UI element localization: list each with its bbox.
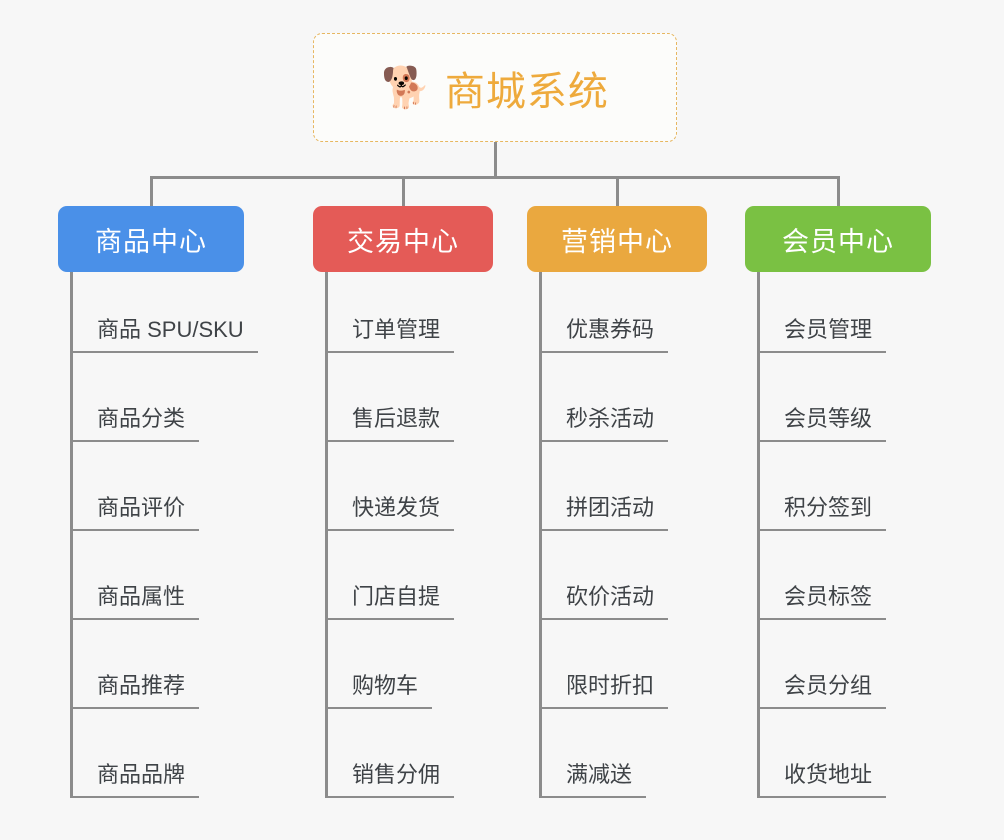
leaf-label: 砍价活动 — [542, 583, 669, 620]
category-column: 营销中心优惠券码秒杀活动拼团活动砍价活动限时折扣满减送 — [527, 206, 707, 798]
category-drop-0 — [150, 176, 153, 206]
leaf-label: 门店自提 — [328, 583, 455, 620]
leaf-item[interactable]: 商品分类 — [73, 353, 244, 442]
leaf-label: 会员分组 — [760, 672, 887, 709]
category-column: 会员中心会员管理会员等级积分签到会员标签会员分组收货地址 — [745, 206, 931, 798]
leaf-label: 销售分佣 — [328, 761, 455, 798]
leaf-label: 秒杀活动 — [542, 405, 669, 442]
leaf-item[interactable]: 会员等级 — [760, 353, 931, 442]
leaf-item[interactable]: 商品评价 — [73, 442, 244, 531]
leaf-item[interactable]: 商品 SPU/SKU — [73, 272, 258, 353]
shiba-dog-face-icon: 🐕 — [381, 65, 431, 110]
root-stem — [494, 142, 497, 179]
category-column: 交易中心订单管理售后退款快递发货门店自提购物车销售分佣 — [313, 206, 493, 798]
leaf-list: 商品 SPU/SKU 商品分类商品评价商品属性商品推荐商品品牌 — [70, 272, 258, 798]
leaf-list: 会员管理会员等级积分签到会员标签会员分组收货地址 — [757, 272, 931, 798]
leaf-label: 会员等级 — [760, 405, 887, 442]
root-title: 商城系统 — [444, 69, 609, 114]
leaf-label: 优惠券码 — [542, 316, 669, 353]
leaf-item[interactable]: 拼团活动 — [542, 442, 707, 531]
leaf-label: 拼团活动 — [542, 494, 669, 531]
category-drop-2 — [616, 176, 619, 206]
category-header-1[interactable]: 交易中心 — [313, 206, 493, 272]
leaf-item[interactable]: 秒杀活动 — [542, 353, 707, 442]
distribution-bus — [151, 176, 838, 179]
leaf-list: 优惠券码秒杀活动拼团活动砍价活动限时折扣满减送 — [539, 272, 707, 798]
leaf-label: 快递发货 — [328, 494, 455, 531]
leaf-item[interactable]: 优惠券码 — [542, 272, 707, 353]
leaf-label: 会员标签 — [760, 583, 887, 620]
root-node[interactable]: 🐕 商城系统 — [313, 33, 677, 142]
leaf-label: 满减送 — [542, 761, 647, 798]
leaf-label: 积分签到 — [760, 494, 887, 531]
leaf-label: 售后退款 — [328, 405, 455, 442]
leaf-item[interactable]: 会员标签 — [760, 531, 931, 620]
leaf-item[interactable]: 快递发货 — [328, 442, 493, 531]
leaf-item[interactable]: 销售分佣 — [328, 709, 493, 798]
leaf-label: 收货地址 — [760, 761, 887, 798]
leaf-item[interactable]: 门店自提 — [328, 531, 493, 620]
leaf-item[interactable]: 砍价活动 — [542, 531, 707, 620]
leaf-item[interactable]: 商品推荐 — [73, 620, 244, 709]
leaf-item[interactable]: 积分签到 — [760, 442, 931, 531]
leaf-label: 商品评价 — [73, 494, 200, 531]
leaf-item[interactable]: 收货地址 — [760, 709, 931, 798]
leaf-item[interactable]: 订单管理 — [328, 272, 493, 353]
category-column: 商品中心商品 SPU/SKU 商品分类商品评价商品属性商品推荐商品品牌 — [58, 206, 258, 798]
category-header-3[interactable]: 会员中心 — [745, 206, 931, 272]
leaf-label: 会员管理 — [760, 316, 887, 353]
leaf-item[interactable]: 商品品牌 — [73, 709, 244, 798]
leaf-item[interactable]: 购物车 — [328, 620, 493, 709]
leaf-label: 购物车 — [328, 672, 433, 709]
leaf-list: 订单管理售后退款快递发货门店自提购物车销售分佣 — [325, 272, 493, 798]
leaf-item[interactable]: 满减送 — [542, 709, 707, 798]
leaf-item[interactable]: 会员管理 — [760, 272, 931, 353]
leaf-label: 商品推荐 — [73, 672, 200, 709]
leaf-item[interactable]: 会员分组 — [760, 620, 931, 709]
leaf-label: 限时折扣 — [542, 672, 669, 709]
category-drop-3 — [837, 176, 840, 206]
category-drop-1 — [402, 176, 405, 206]
leaf-label: 商品属性 — [73, 583, 200, 620]
category-header-0[interactable]: 商品中心 — [58, 206, 244, 272]
leaf-label: 订单管理 — [328, 316, 455, 353]
leaf-label: 商品分类 — [73, 405, 200, 442]
leaf-label: 商品 SPU/SKU — [73, 316, 258, 353]
leaf-item[interactable]: 售后退款 — [328, 353, 493, 442]
leaf-label: 商品品牌 — [73, 761, 200, 798]
category-header-2[interactable]: 营销中心 — [527, 206, 707, 272]
leaf-item[interactable]: 商品属性 — [73, 531, 244, 620]
leaf-item[interactable]: 限时折扣 — [542, 620, 707, 709]
